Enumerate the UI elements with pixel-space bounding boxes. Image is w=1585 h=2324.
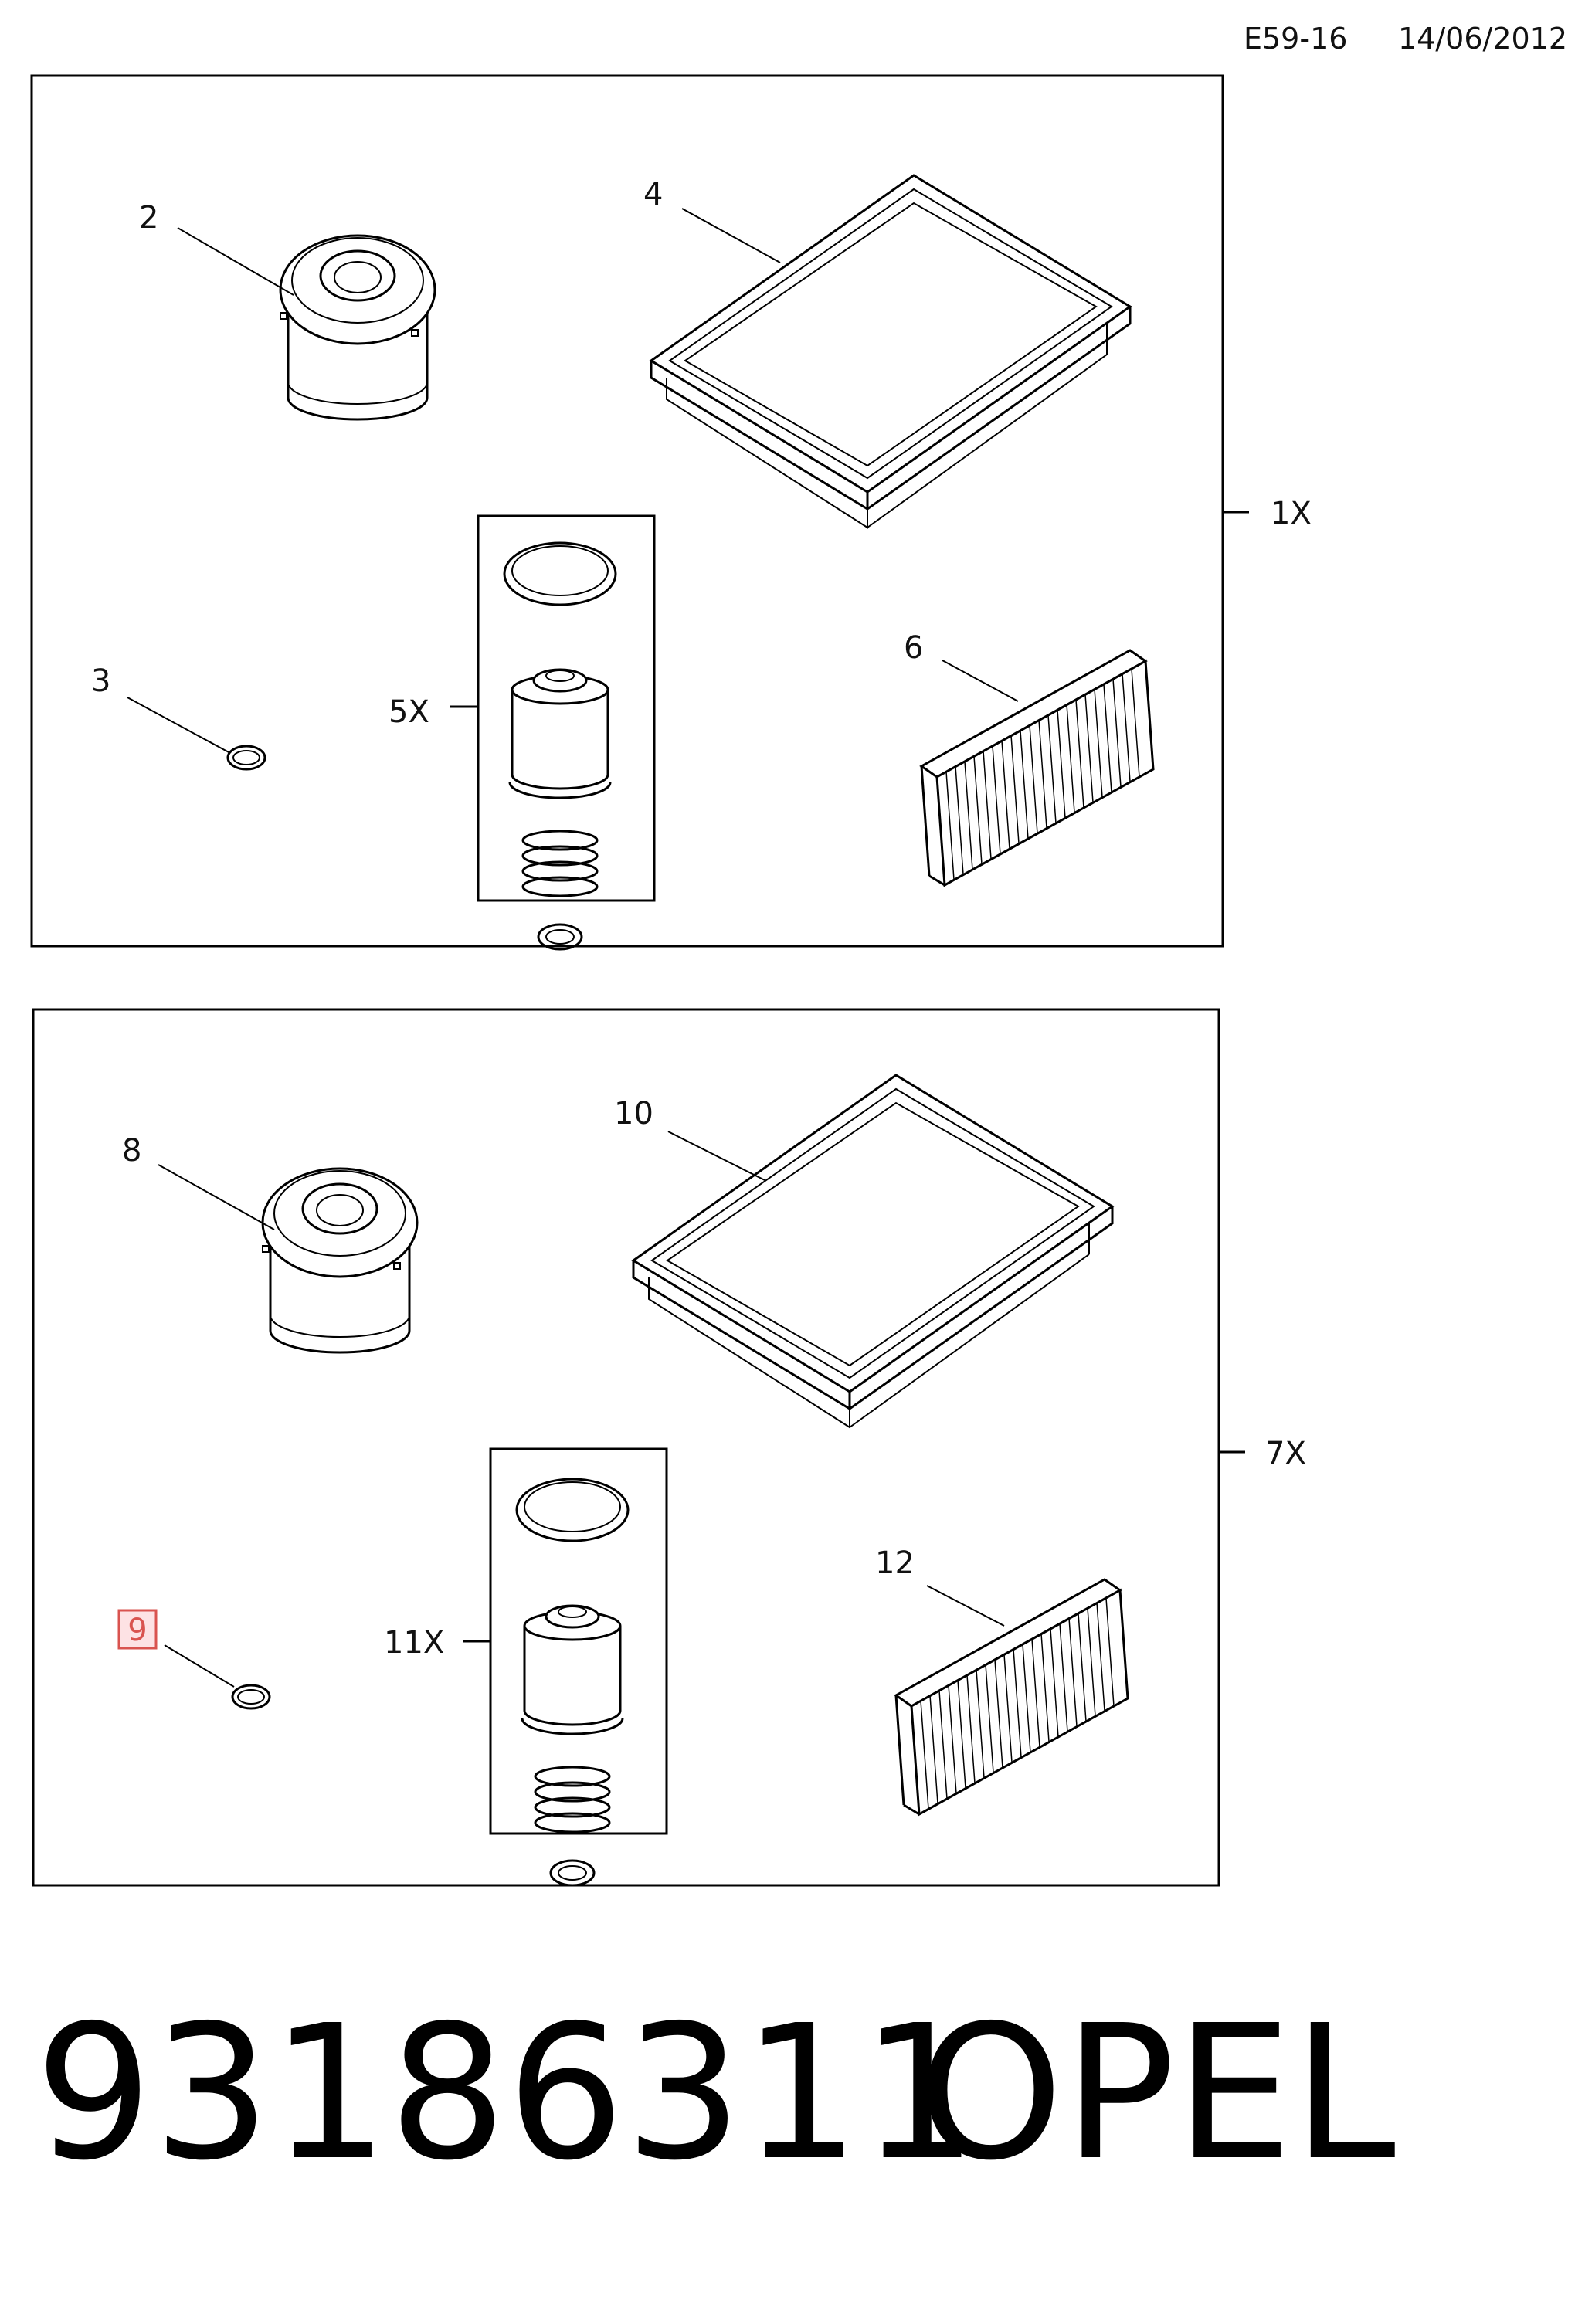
cabin-filter-upper (920, 649, 1155, 887)
part-number: 93186311 (35, 1985, 979, 2201)
callout-7x: 7X (1265, 1436, 1306, 1471)
parts-diagram: 2 4 1X 3 5X 6 8 10 7X 9 11X 12 (30, 74, 1312, 1887)
diagram-date: 14/06/2012 (1398, 22, 1568, 56)
diagram-code: E59-16 (1244, 22, 1348, 56)
callout-1x: 1X (1271, 496, 1312, 531)
callout-10: 10 (614, 1096, 653, 1131)
oil-filter-lower (158, 1164, 419, 1354)
oil-filter-upper (177, 227, 436, 421)
callout-9-highlight[interactable]: 9 (117, 1609, 158, 1650)
callout-4: 4 (643, 177, 663, 212)
washer-upper (127, 697, 266, 771)
air-filter-lower (632, 1074, 1114, 1429)
callout-12: 12 (875, 1545, 915, 1581)
air-filter-upper (650, 174, 1132, 529)
brand-name: OPEL (918, 1985, 1396, 2201)
cabin-filter-lower (894, 1578, 1129, 1816)
kit-panel-lower (32, 1008, 1220, 1887)
callout-9[interactable]: 9 (127, 1613, 147, 1648)
fuel-filter-kit-lower (463, 1447, 668, 1887)
fuel-filter-kit-upper (450, 514, 656, 951)
callout-3: 3 (91, 663, 110, 699)
callout-6: 6 (904, 630, 923, 666)
callout-5x: 5X (389, 694, 429, 730)
callout-8: 8 (122, 1133, 141, 1169)
callout-11x: 11X (384, 1625, 444, 1661)
washer-lower (164, 1644, 271, 1710)
callout-2: 2 (139, 200, 158, 236)
